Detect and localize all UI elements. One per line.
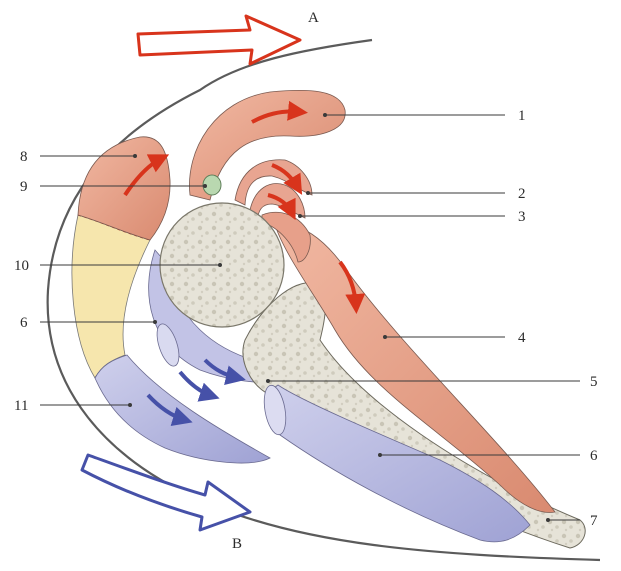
callout-3: 3 (518, 209, 526, 225)
callout-10: 10 (14, 258, 29, 274)
callout-6-left: 6 (20, 315, 28, 331)
label-a: A (308, 10, 319, 26)
callout-11: 11 (14, 398, 28, 414)
label-b: B (232, 536, 242, 552)
callout-8: 8 (20, 149, 28, 165)
callout-5: 5 (590, 374, 598, 390)
callout-9: 9 (20, 179, 28, 195)
arrow-b (82, 455, 250, 530)
callout-6-right: 6 (590, 448, 598, 464)
callout-4: 4 (518, 330, 526, 346)
callout-1: 1 (518, 108, 526, 124)
callout-7: 7 (590, 513, 598, 529)
fat-layer (72, 215, 150, 378)
callout-2: 2 (518, 186, 526, 202)
